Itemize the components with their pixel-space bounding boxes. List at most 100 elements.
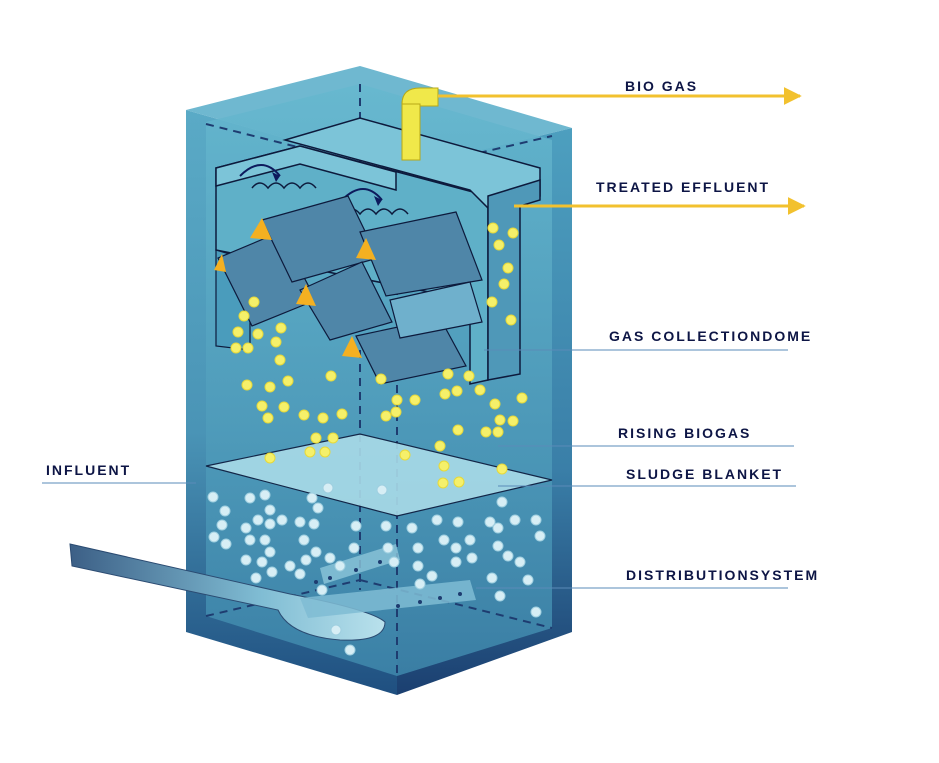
label-influent: INFLUENT: [46, 462, 131, 478]
sludge-particle: [294, 516, 306, 528]
biogas-bubble: [438, 460, 450, 472]
biogas-bubble: [274, 354, 286, 366]
sludge-particle: [382, 542, 394, 554]
sludge-particle: [412, 560, 424, 572]
distribution-nozzle: [418, 600, 422, 604]
sludge-particle: [344, 644, 356, 656]
settler-plates: [214, 195, 483, 385]
gas-deflector: [214, 254, 226, 272]
biogas-bubble: [232, 326, 244, 338]
biogas-bubble: [327, 432, 339, 444]
sludge-particle: [284, 560, 296, 572]
sludge-particle: [330, 624, 342, 636]
sludge-particle: [310, 546, 322, 558]
biogas-bubble: [489, 398, 501, 410]
label-distribution-system: DISTRIBUTIONSYSTEM: [626, 567, 819, 583]
label-gas-collection-dome: GAS COLLECTIONDOME: [609, 328, 812, 344]
influent-pipe: [69, 543, 476, 641]
sludge-particle: [388, 556, 400, 568]
hidden-edge-bottom: [205, 579, 361, 617]
sludge-particle: [509, 514, 521, 526]
sludge-particle: [216, 519, 228, 531]
weir-channel-left: [215, 145, 397, 191]
scum-wave-left: [251, 182, 317, 190]
sludge-particle: [530, 514, 542, 526]
biogas-bubble: [451, 385, 463, 397]
sludge-particle: [464, 534, 476, 546]
biogas-bubble: [434, 440, 446, 452]
sludge-particle: [244, 492, 256, 504]
sludge-particle: [306, 492, 318, 504]
sludge-particle: [350, 520, 362, 532]
biogas-bubble: [409, 394, 421, 406]
bubbles-layer: [207, 222, 546, 656]
biogas-bubble: [317, 412, 329, 424]
distribution-nozzle: [378, 560, 382, 564]
sludge-particle: [300, 554, 312, 566]
sludge-particle: [530, 606, 542, 618]
biogas-bubble: [507, 415, 519, 427]
biogas-bubble: [252, 328, 264, 340]
biogas-bubble: [380, 410, 392, 422]
biogas-bubble: [275, 322, 287, 334]
sludge-particle: [486, 572, 498, 584]
biogas-bubble: [487, 222, 499, 234]
biogas-bubble: [493, 239, 505, 251]
sludge-particle: [208, 531, 220, 543]
gas-deflector: [356, 238, 376, 260]
sludge-particle: [264, 546, 276, 558]
biogas-bubble: [325, 370, 337, 382]
distribution-nozzle: [354, 568, 358, 572]
biogas-bubble: [262, 412, 274, 424]
biogas-bubble: [264, 381, 276, 393]
sludge-particle: [492, 540, 504, 552]
settler-plate-light: [389, 281, 483, 339]
biogas-bubble: [391, 394, 403, 406]
biogas-bubble: [264, 452, 276, 464]
sludge-particle: [316, 584, 328, 596]
biogas-bubble: [298, 409, 310, 421]
sludge-particle: [308, 518, 320, 530]
sludge-particle: [219, 505, 231, 517]
label-rising-biogas: RISING BIOGAS: [618, 425, 751, 441]
biogas-bubble: [486, 296, 498, 308]
biogas-bubble: [453, 476, 465, 488]
distribution-nozzle: [328, 576, 332, 580]
label-sludge-blanket: SLUDGE BLANKET: [626, 466, 783, 482]
sludge-particle: [502, 550, 514, 562]
sludge-particle: [452, 516, 464, 528]
sludge-particle: [259, 534, 271, 546]
biogas-pipe-vertical: [401, 101, 421, 161]
gas-deflector: [342, 336, 362, 358]
sludge-particle: [264, 518, 276, 530]
sludge-particle: [484, 516, 496, 528]
distribution-pipe-front: [300, 580, 476, 618]
labels: BIO GAS TREATED EFFLUENT GAS COLLECTIOND…: [46, 78, 819, 583]
sludge-particle: [276, 514, 288, 526]
biogas-bubble: [442, 368, 454, 380]
sludge-particle: [492, 522, 504, 534]
sludge-particle: [312, 502, 324, 514]
biogas-bubble: [494, 414, 506, 426]
biogas-bubble: [452, 424, 464, 436]
gas-deflector: [296, 284, 316, 306]
distribution-nozzle: [396, 604, 400, 608]
biogas-bubble: [439, 388, 451, 400]
sludge-particle: [256, 556, 268, 568]
sludge-particle: [220, 538, 232, 550]
sludge-particle: [259, 489, 271, 501]
sludge-particle: [264, 504, 276, 516]
sludge-particle: [450, 556, 462, 568]
sludge-particle: [294, 568, 306, 580]
biogas-bubble: [498, 278, 510, 290]
output-arrows: [438, 87, 806, 215]
sludge-particle: [266, 566, 278, 578]
biogas-bubble: [496, 463, 508, 475]
sludge-particle: [298, 534, 310, 546]
sludge-particle: [438, 534, 450, 546]
biogas-bubble: [319, 446, 331, 458]
sludge-particle: [322, 482, 334, 494]
settler-plate: [299, 261, 393, 341]
sludge-particle: [426, 570, 438, 582]
biogas-bubble: [310, 432, 322, 444]
